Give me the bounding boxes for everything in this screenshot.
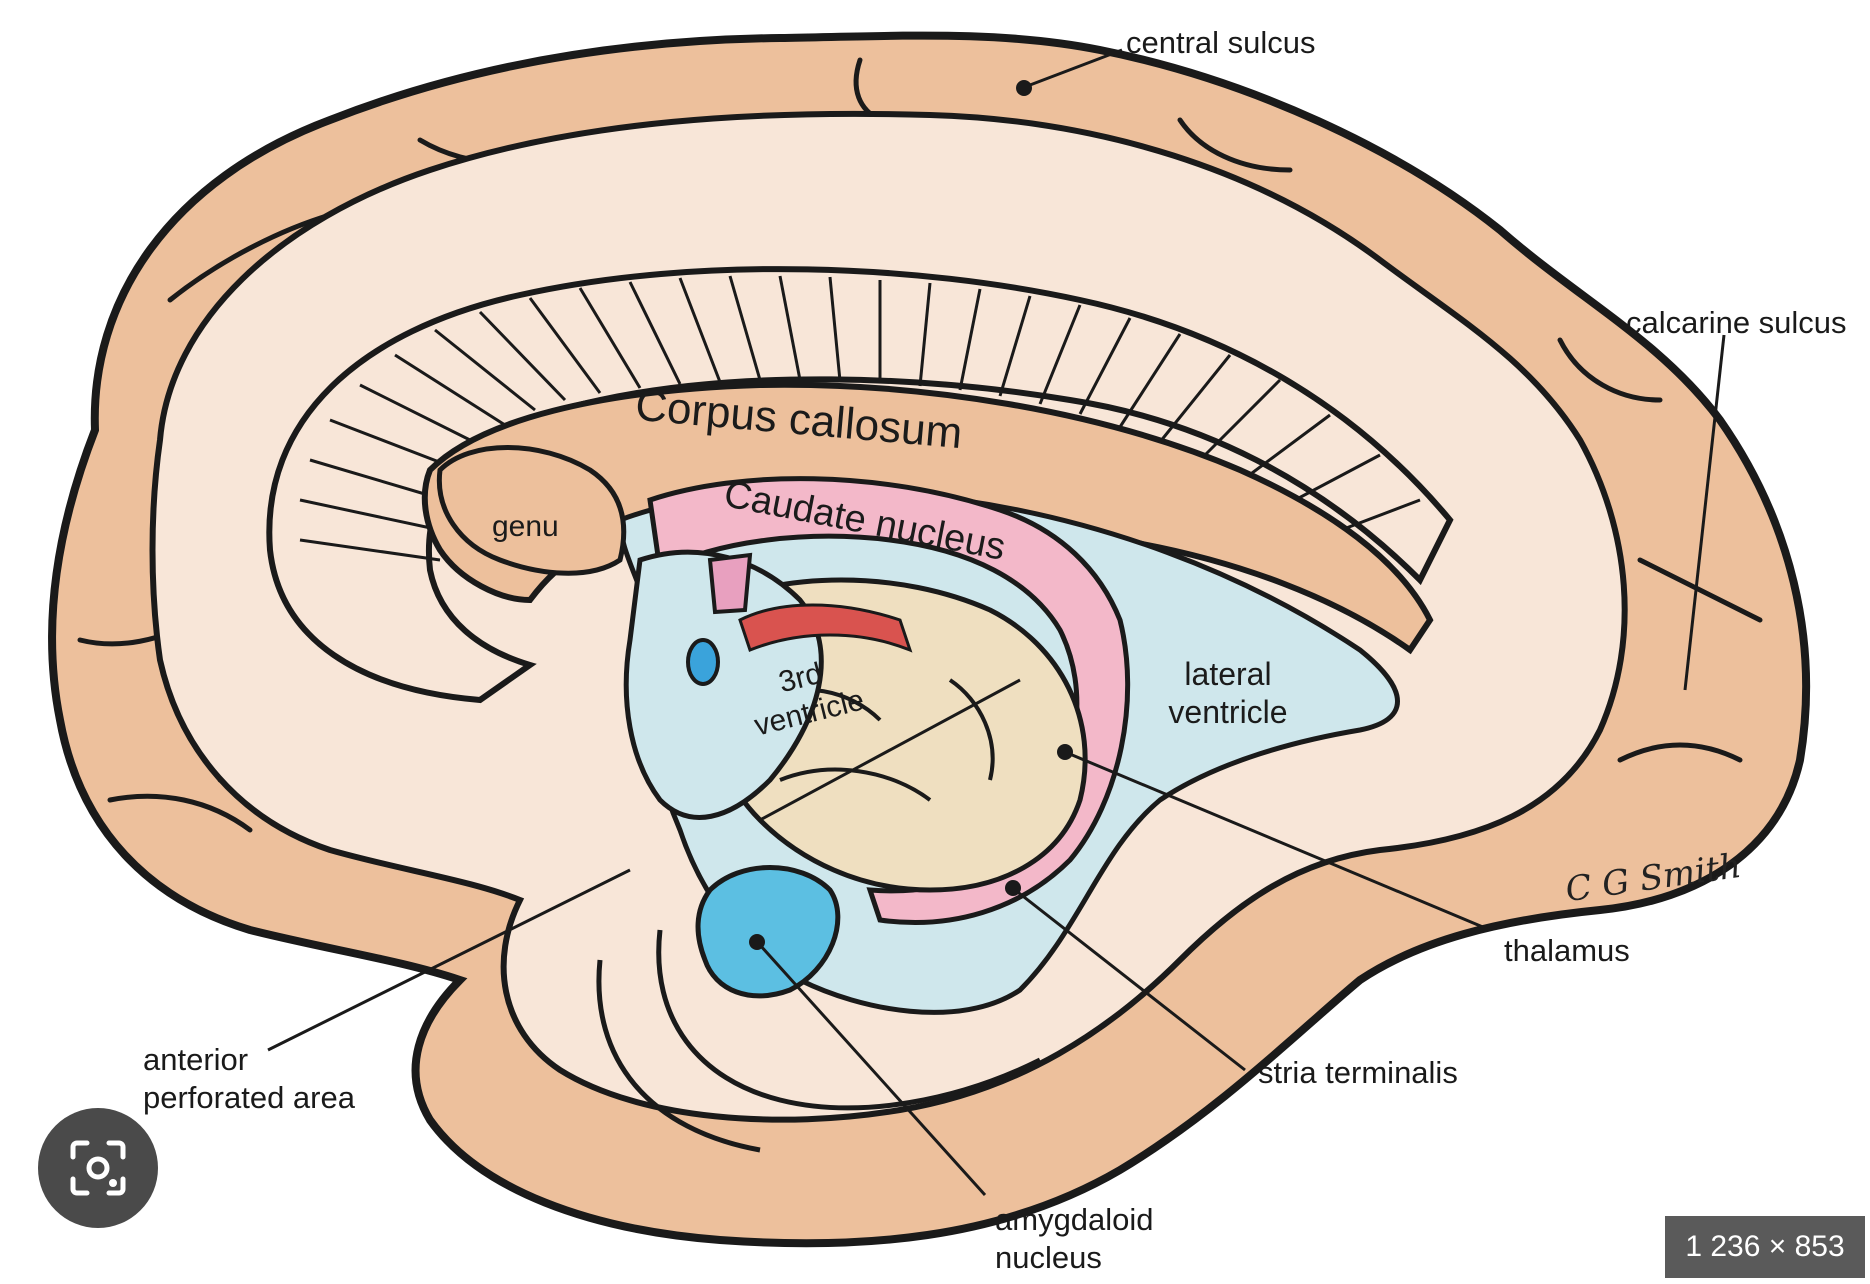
- stria-line-in-thalamus: [759, 678, 1021, 822]
- pointer-dot-thalamus: [1057, 744, 1073, 760]
- cortex-fold-7: [1617, 742, 1743, 763]
- pointer-dot-stria: [1005, 880, 1021, 896]
- cortex-fold-6: [1637, 557, 1763, 623]
- choroid-plexus: [738, 603, 913, 653]
- corpus-callosum-fibers: [266, 266, 1454, 704]
- visual-search-button[interactable]: [38, 1108, 158, 1228]
- genu-region: [436, 445, 627, 576]
- leader-stria-terminalis: [1014, 888, 1246, 1072]
- anterior-perforated-area-label: anterior perforated area: [143, 1042, 355, 1115]
- caudate-nucleus-region: [647, 476, 1131, 925]
- leader-calcarine-sulcus: [1683, 334, 1726, 691]
- cortex-fold-9: [107, 793, 253, 833]
- genu-label: genu: [492, 510, 559, 543]
- cortex-fold-5: [1557, 337, 1663, 403]
- cortex-fold-1: [167, 212, 333, 303]
- lateral-ventricle-label: lateral ventricle: [1168, 656, 1288, 730]
- thalamus-label: thalamus: [1504, 933, 1630, 968]
- pointer-dot-amygdala: [749, 934, 765, 950]
- temporal-arc-2: [596, 959, 761, 1153]
- stria-terminalis-label: stria terminalis: [1258, 1055, 1458, 1090]
- callosal-striations: [299, 275, 1421, 562]
- central-sulcus-label: central sulcus: [1126, 25, 1316, 60]
- amygdaloid-nucleus-label: amygdaloid nucleus: [995, 1202, 1154, 1275]
- cortex-fold-4: [1177, 117, 1293, 173]
- leader-central-sulcus: [1029, 48, 1123, 87]
- pointer-dot-central-sulcus: [1016, 80, 1032, 96]
- anterior-commissure: [686, 638, 720, 686]
- fornix-column: [707, 552, 753, 615]
- visual-search-icon: [70, 1140, 126, 1196]
- leader-amygdaloid: [758, 943, 987, 1197]
- thalamus-fold-3: [948, 678, 995, 781]
- leader-thalamus: [1064, 750, 1491, 932]
- leader-anterior-perforated: [267, 868, 631, 1052]
- thalamus-fold-2: [779, 767, 932, 802]
- amygdaloid-nucleus-region: [695, 865, 841, 999]
- temporal-arc-1: [656, 929, 1042, 1111]
- calcarine-sulcus-label: calcarine sulcus: [1626, 305, 1847, 340]
- image-dimensions-badge: 1 236 × 853: [1665, 1216, 1865, 1278]
